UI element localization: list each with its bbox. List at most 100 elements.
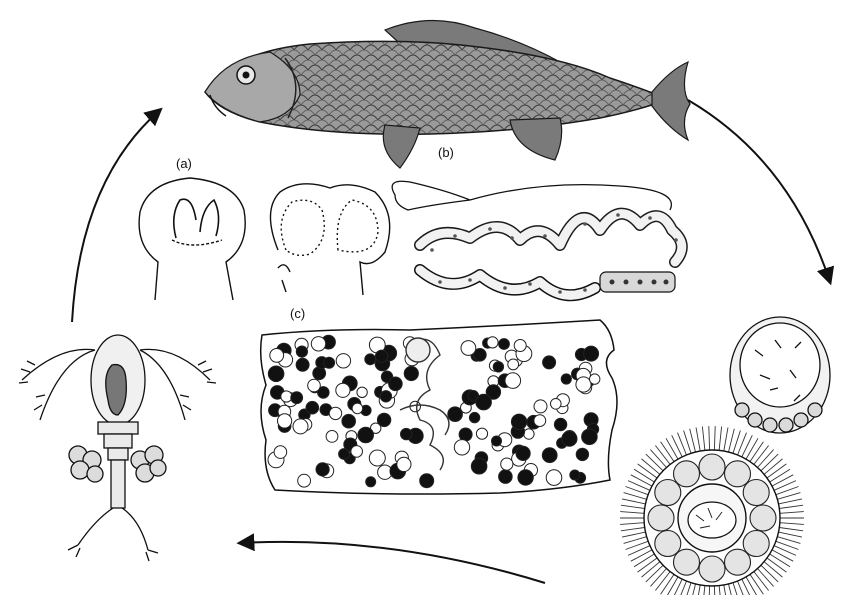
fish-tail — [652, 62, 690, 140]
cilium — [779, 499, 803, 504]
cilium — [624, 537, 647, 544]
egg — [454, 440, 469, 455]
cilium — [672, 435, 683, 457]
embryophore-cell — [648, 505, 674, 531]
egg — [471, 458, 487, 474]
cilium — [714, 586, 715, 595]
cilium — [702, 586, 705, 595]
cilium — [779, 505, 803, 508]
egg — [524, 429, 534, 439]
cilium — [780, 523, 804, 525]
cilium — [642, 459, 660, 474]
tapeworm-strobila — [392, 181, 682, 295]
egg — [561, 374, 571, 384]
cilium — [724, 585, 728, 595]
cilium — [719, 586, 722, 595]
egg — [448, 407, 463, 422]
cilium — [672, 579, 683, 595]
cilium — [655, 572, 670, 591]
cilium — [620, 523, 644, 525]
egg — [576, 448, 588, 460]
cilium — [742, 579, 753, 595]
cilium — [709, 586, 710, 595]
embryophore-cell — [750, 505, 776, 531]
cilium — [631, 550, 652, 561]
embryophore-cell — [743, 480, 769, 506]
arrow-fish-to-egg — [688, 100, 830, 282]
egg — [351, 446, 363, 458]
egg — [336, 383, 350, 397]
egg — [570, 470, 580, 480]
egg — [293, 419, 308, 434]
cilium — [638, 558, 657, 572]
cilium — [650, 450, 666, 468]
egg — [401, 428, 412, 439]
cilium — [624, 493, 647, 500]
egg — [508, 359, 519, 370]
cilium — [779, 532, 803, 537]
egg — [339, 449, 350, 460]
cilium — [661, 574, 674, 594]
egg — [306, 401, 319, 414]
egg — [342, 414, 356, 428]
cilium — [777, 493, 800, 500]
egg — [365, 354, 376, 365]
cilium — [746, 438, 758, 459]
cilium — [631, 475, 652, 486]
cilium — [621, 505, 645, 508]
egg — [298, 474, 311, 487]
cilium — [754, 572, 769, 591]
fish-pectoral-fin — [383, 125, 420, 168]
egg — [291, 392, 303, 404]
egg — [534, 400, 547, 413]
egg — [296, 346, 307, 357]
egg — [278, 414, 292, 428]
egg — [311, 337, 325, 351]
scolex-left — [139, 178, 245, 300]
egg — [551, 399, 562, 410]
egg — [562, 431, 577, 446]
cilium — [620, 512, 644, 514]
egg — [389, 377, 403, 391]
label-b: (b) — [438, 145, 454, 160]
egg — [352, 403, 363, 414]
cilium — [696, 585, 700, 595]
cilium — [770, 554, 790, 567]
egg — [461, 341, 476, 356]
egg — [499, 470, 513, 484]
cilium — [719, 427, 722, 451]
egg — [554, 418, 566, 430]
cilium — [764, 562, 782, 577]
embryophore-cell — [655, 531, 681, 557]
cilium — [622, 499, 646, 504]
egg — [397, 457, 411, 471]
cilium — [690, 584, 696, 595]
egg — [369, 450, 385, 466]
cilium — [634, 469, 654, 482]
egg — [493, 362, 503, 372]
egg — [366, 477, 376, 487]
egg — [511, 414, 526, 429]
cilium — [777, 537, 800, 544]
cilium — [622, 532, 646, 537]
egg — [380, 391, 391, 402]
egg — [459, 428, 472, 441]
embryophore-cell — [674, 549, 700, 575]
cilium — [742, 435, 753, 457]
cilium — [661, 442, 674, 462]
cilium — [650, 569, 666, 587]
coracidium-illustration — [620, 426, 804, 595]
egg — [270, 349, 284, 363]
cilium — [702, 427, 705, 451]
cilium — [655, 446, 670, 465]
cilium — [729, 429, 735, 452]
cilium — [696, 427, 700, 451]
cilium — [750, 574, 763, 594]
embryophore-cell — [674, 461, 700, 487]
embryophore-cell — [699, 454, 725, 480]
cilium — [770, 469, 790, 482]
cilium — [678, 581, 687, 595]
cilium — [767, 558, 786, 572]
egg — [584, 346, 599, 361]
egg — [358, 427, 374, 443]
